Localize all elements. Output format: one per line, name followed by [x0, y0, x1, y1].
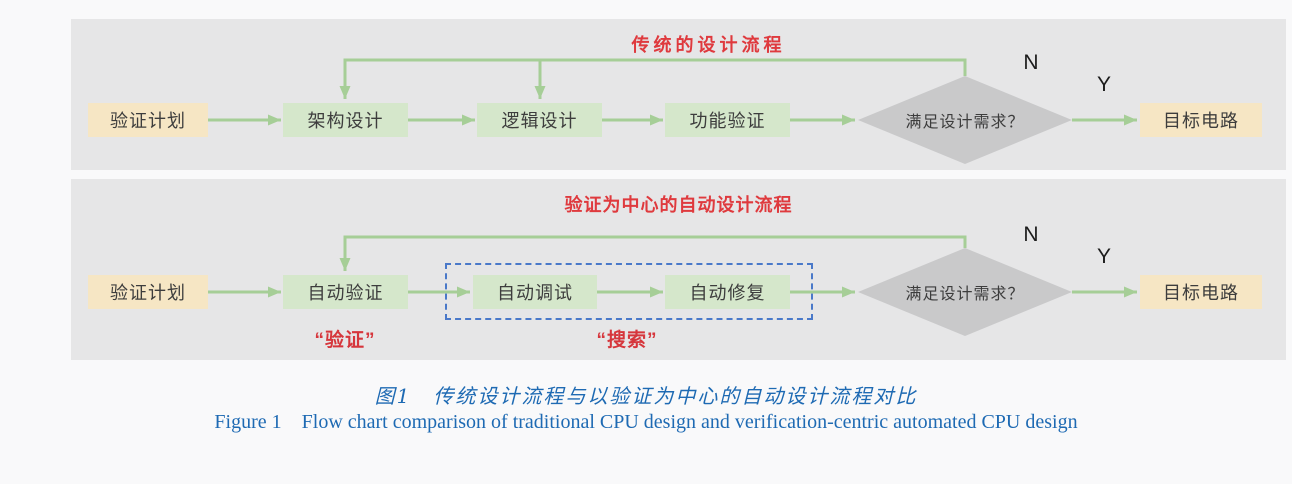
automated-flow-panel: 验证为中心的自动设计流程 验证计划 自动验证 自动调试 自动修复 满足设计需求？ — [71, 179, 1286, 360]
node-architecture-design: 架构设计 — [283, 103, 408, 137]
node-auto-verification: 自动验证 — [283, 275, 408, 309]
node-target-circuit: 目标电路 — [1140, 103, 1262, 137]
flow-title-traditional: 传统的设计流程 — [631, 35, 786, 55]
feedback-arrow — [339, 58, 967, 99]
node-target-circuit: 目标电路 — [1140, 275, 1262, 309]
decision-diamond-label: 满足设计需求？ — [905, 286, 1025, 303]
figure-caption-en: Figure 1 Flow chart comparison of tradit… — [214, 411, 1078, 433]
node-verification-plan: 验证计划 — [88, 275, 208, 309]
node-auto-debug: 自动调试 — [473, 275, 597, 309]
node-functional-verification: 功能验证 — [665, 103, 790, 137]
traditional-flow-panel: 传统的设计流程 验证计划 架构设计 逻辑设计 功能验证 满足设计需求？ 目 — [71, 19, 1286, 170]
quote-label-search: “搜索” — [596, 330, 658, 351]
branch-label-n: N — [1023, 223, 1039, 246]
decision-diamond-label: 满足设计需求？ — [905, 114, 1025, 131]
branch-label-y: Y — [1096, 245, 1111, 268]
branch-label-n: N — [1023, 51, 1039, 74]
node-verification-plan: 验证计划 — [88, 103, 208, 137]
quote-label-verification: “验证” — [314, 330, 376, 351]
flow-title-automated: 验证为中心的自动设计流程 — [564, 195, 793, 215]
node-auto-repair: 自动修复 — [665, 275, 790, 309]
branch-label-y: Y — [1096, 73, 1111, 96]
figure-caption-zh: 图1 传统设计流程与以验证为中心的自动设计流程对比 — [374, 384, 918, 408]
node-logic-design: 逻辑设计 — [477, 103, 602, 137]
